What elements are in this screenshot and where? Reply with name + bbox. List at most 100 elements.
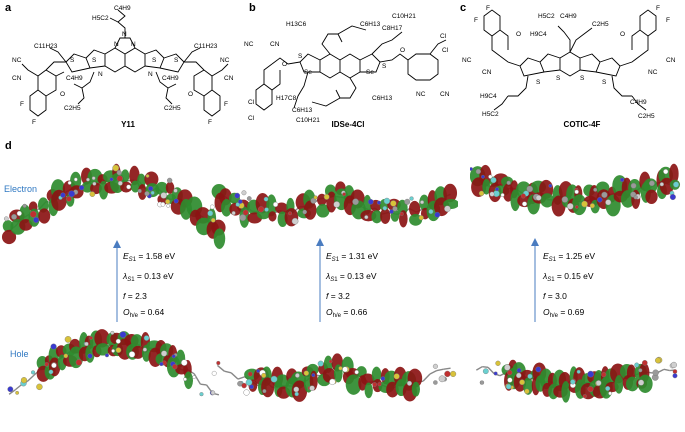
y11-label: C4H9 xyxy=(114,5,131,12)
cotic-4f-label: F xyxy=(486,5,490,12)
idse-4cl-label: NC xyxy=(244,41,254,48)
cotic-4f-label: NC xyxy=(462,57,472,64)
y11-label: F xyxy=(208,119,212,126)
transition-arrow xyxy=(530,238,540,322)
idse-4cl-label: C10H21 xyxy=(296,117,320,124)
lambda-value-row: λS1 = 0.15 eV xyxy=(543,271,594,283)
idse-4cl-label: C6H13 xyxy=(292,107,313,114)
excitation-parameters-idse-4cl: ES1 = 1.31 eV λS1 = 0.13 eV f = 3.2 Oh/e… xyxy=(326,248,378,324)
y11-label: F xyxy=(20,101,24,108)
y11-label: C2H5 xyxy=(164,105,181,112)
molecule-name-cotic-4f: COTIC-4F xyxy=(563,120,601,129)
idse-4cl-label: Se xyxy=(366,69,374,76)
y11-label: S xyxy=(152,57,157,64)
idse-4cl-label: H13C6 xyxy=(286,21,307,28)
cotic-4f-label: O xyxy=(620,31,625,38)
overlap-value-row: Oh/e = 0.64 xyxy=(123,307,165,319)
hole-row-label: Hole xyxy=(10,349,29,359)
transition-arrow xyxy=(315,238,325,322)
cotic-4f-label: H9C4 xyxy=(480,93,497,100)
cotic-4f-label: C2H5 xyxy=(638,113,655,120)
cotic-4f-label: CN xyxy=(666,57,676,64)
excitation-parameters-cotic-4f: ES1 = 1.25 eV λS1 = 0.15 eV f = 3.0 Oh/e… xyxy=(543,248,595,324)
lambda-value-row: λS1 = 0.13 eV xyxy=(123,271,174,283)
cotic-4f-label: S xyxy=(536,79,541,86)
cotic-4f-label: F xyxy=(474,17,478,24)
cotic-4f-label: C4H9 xyxy=(560,13,577,20)
f-value-row: f = 3.0 xyxy=(543,291,567,301)
y11-label: C4H9 xyxy=(66,75,83,82)
overlap-value-row: Oh/e = 0.69 xyxy=(543,307,585,319)
cotic-4f-label: H5C2 xyxy=(538,13,555,20)
idse-4cl-label: O xyxy=(282,61,287,68)
idse-4cl-label: Cl xyxy=(248,99,255,106)
y11-label: S xyxy=(92,57,97,64)
cotic-4f-label: S xyxy=(602,79,607,86)
cotic-4f-label: C4H9 xyxy=(630,99,647,106)
y11-label: S xyxy=(174,57,179,64)
idse-4cl-label: CN xyxy=(440,91,450,98)
panel-letter-a: a xyxy=(5,2,12,14)
y11-label: H5C2 xyxy=(92,15,109,22)
panel-letter-c: c xyxy=(460,2,467,14)
y11-label: C11H23 xyxy=(194,43,218,50)
y11-label: O xyxy=(188,91,193,98)
y11-label: F xyxy=(224,101,228,108)
y11-label: O xyxy=(60,91,65,98)
cotic-4f-label: H5C2 xyxy=(482,111,499,118)
es1-value-row: ES1 = 1.58 eV xyxy=(123,251,176,263)
cotic-4f-label: S xyxy=(580,75,585,82)
molecule-name-idse-4cl: IDSe-4Cl xyxy=(331,120,365,129)
f-value-row: f = 3.2 xyxy=(326,291,350,301)
lambda-value-row: λS1 = 0.13 eV xyxy=(326,271,377,283)
hole-orbital-cotic-4f xyxy=(470,340,682,420)
y11-label: C2H5 xyxy=(64,105,81,112)
cotic-4f-label: C2H5 xyxy=(592,21,609,28)
overlap-value-row: Oh/e = 0.66 xyxy=(326,307,368,319)
idse-4cl-label: C8H17 xyxy=(382,25,403,32)
idse-4cl-label: Cl xyxy=(248,115,255,122)
idse-4cl-label: S xyxy=(382,63,387,70)
cotic-4f-label: O xyxy=(516,31,521,38)
panel-letter-b: b xyxy=(249,2,256,14)
molecule-structure-y11: C4H9 H5C2 C11H23 C11H23 NC CN NC CN F F … xyxy=(10,4,240,132)
cotic-4f-label: NC xyxy=(648,69,658,76)
idse-4cl-label: Se xyxy=(304,69,312,76)
cotic-4f-label: H9C4 xyxy=(530,31,547,38)
y11-label: S xyxy=(70,57,75,64)
molecule-structure-cotic-4f: F F F F O O NC CN NC CN H5C2 C4H9 H9C4 C… xyxy=(460,4,682,132)
y11-label: NC xyxy=(220,57,230,64)
y11-label: CN xyxy=(224,75,234,82)
cotic-4f-label: F xyxy=(666,17,670,24)
hole-orbital-y11 xyxy=(0,312,228,428)
y11-label: CN xyxy=(12,75,22,82)
electron-orbital-cotic-4f xyxy=(470,150,682,240)
molecule-structure-idse-4cl: H13C6 C6H13 C10H21 C8H17 C6H13 C6H13 H17… xyxy=(242,4,454,132)
es1-value-row: ES1 = 1.31 eV xyxy=(326,251,379,263)
idse-4cl-label: S xyxy=(298,53,303,60)
es1-value-row: ES1 = 1.25 eV xyxy=(543,251,596,263)
hole-orbital-idse-4cl xyxy=(210,322,458,422)
excitation-parameters-y11: ES1 = 1.58 eV λS1 = 0.13 eV f = 2.3 Oh/e… xyxy=(123,248,175,324)
y11-label: N xyxy=(114,41,119,48)
y11-label: C11H23 xyxy=(34,43,58,50)
idse-4cl-label: Cl xyxy=(440,33,447,40)
cotic-4f-label: S xyxy=(556,75,561,82)
y11-label: N xyxy=(148,71,153,78)
panel-letter-d: d xyxy=(5,140,12,152)
idse-4cl-label: C10H21 xyxy=(392,13,416,20)
cotic-4f-label: F xyxy=(656,5,660,12)
y11-label: NC xyxy=(12,57,22,64)
y11-label: N xyxy=(98,71,103,78)
y11-label: N xyxy=(122,31,127,38)
idse-4cl-label: Cl xyxy=(442,47,449,54)
idse-4cl-label: C6H13 xyxy=(372,95,393,102)
idse-4cl-label: C6H13 xyxy=(360,21,381,28)
electron-orbital-idse-4cl xyxy=(210,150,458,250)
molecule-name-y11: Y11 xyxy=(121,120,135,129)
electron-orbital-y11 xyxy=(0,150,228,262)
idse-4cl-label: O xyxy=(400,47,405,54)
transition-arrow xyxy=(112,240,122,322)
idse-4cl-label: CN xyxy=(270,41,280,48)
cotic-4f-label: CN xyxy=(482,69,492,76)
